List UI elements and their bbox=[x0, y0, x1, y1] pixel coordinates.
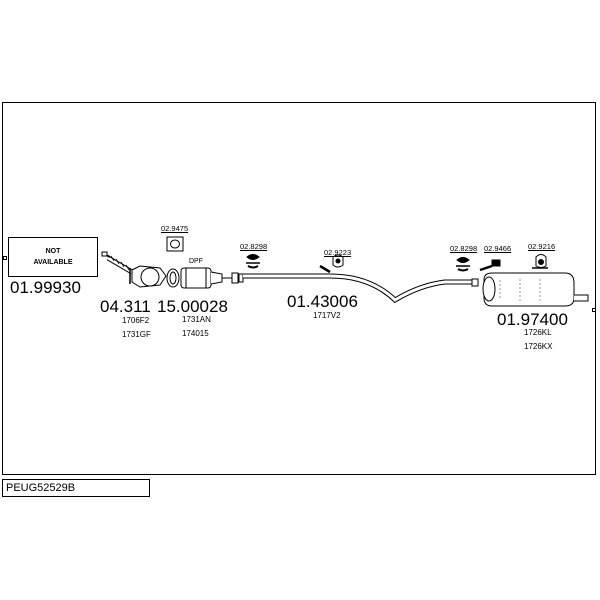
accessory-ref-02-8298-left[interactable]: 02.8298 bbox=[240, 242, 268, 251]
diagram-frame bbox=[2, 102, 596, 475]
part-number-dpf[interactable]: 15.00028 bbox=[157, 297, 228, 316]
middle-pipe-part bbox=[243, 273, 479, 304]
part-ref-rear-silencer-2: 1726KX bbox=[524, 342, 553, 351]
not-available-box: NOT AVAILABLE bbox=[8, 237, 98, 277]
gasket-accessory-02-9475 bbox=[166, 236, 184, 252]
part-ref-catalytic-1: 1706F2 bbox=[122, 316, 150, 325]
part-number-middle-pipe[interactable]: 01.43006 bbox=[287, 292, 358, 311]
accessory-ref-02-9475[interactable]: 02.9475 bbox=[161, 224, 189, 233]
part-ref-catalytic-2: 1731GF bbox=[122, 330, 151, 339]
catalytic-converter-part bbox=[129, 265, 167, 288]
frame-tick-right bbox=[592, 308, 596, 312]
accessory-ref-02-9223[interactable]: 02.9223 bbox=[324, 248, 352, 257]
hanger-accessory-02-9466 bbox=[479, 259, 501, 272]
hanger-accessory-02-9216 bbox=[532, 254, 548, 269]
gasket-part bbox=[166, 268, 180, 288]
accessory-ref-02-9216[interactable]: 02.9216 bbox=[528, 242, 556, 251]
part-ref-dpf-2: 174015 bbox=[182, 329, 209, 338]
model-code: PEUG52529B bbox=[2, 479, 150, 497]
clamp-accessory-02-8298-left bbox=[246, 254, 260, 269]
part-ref-middle-pipe-1: 1717V2 bbox=[313, 311, 341, 320]
accessory-ref-02-8298-right[interactable]: 02.8298 bbox=[450, 244, 478, 253]
part-ref-rear-silencer-1: 1726KL bbox=[524, 328, 552, 337]
part-number-rear-silencer[interactable]: 01.97400 bbox=[497, 310, 568, 329]
dpf-label: DPF bbox=[189, 258, 203, 265]
rear-silencer-part bbox=[482, 272, 589, 307]
clamp-part bbox=[231, 272, 244, 284]
part-number-front-pipe[interactable]: 01.99930 bbox=[10, 278, 81, 297]
dpf-part bbox=[180, 267, 232, 289]
clamp-accessory-02-8298-right bbox=[456, 257, 470, 272]
part-ref-dpf-1: 1731AN bbox=[182, 315, 211, 324]
hanger-accessory-02-9223 bbox=[319, 254, 344, 274]
accessory-ref-02-9466[interactable]: 02.9466 bbox=[484, 244, 512, 253]
part-number-catalytic-converter[interactable]: 04.311 bbox=[100, 297, 151, 316]
frame-tick-left bbox=[3, 256, 7, 260]
flex-pipe-part bbox=[101, 251, 134, 275]
